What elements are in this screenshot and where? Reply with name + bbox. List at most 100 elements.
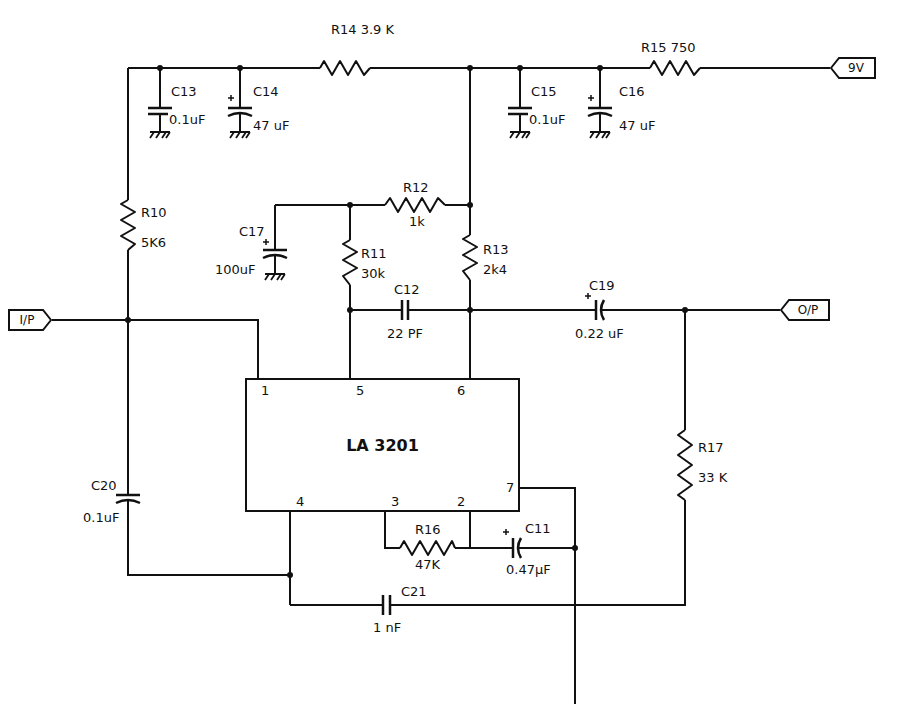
ground-symbol — [510, 132, 530, 138]
component-label: C21 — [400, 584, 428, 599]
junction-dot — [347, 307, 353, 313]
ground-symbol — [150, 132, 610, 280]
supply-terminal: 9V — [830, 57, 876, 79]
terminal-label: 9V — [848, 61, 864, 75]
component-value: 22 PF — [386, 326, 424, 341]
pin-number: 6 — [456, 383, 466, 398]
capacitor-symbol — [596, 300, 604, 320]
component-value: 0.1uF — [168, 112, 206, 127]
component-value: 33 K — [697, 470, 728, 485]
component-label: C11 — [524, 521, 552, 536]
capacitor-symbol — [263, 250, 287, 258]
resistor-symbol — [650, 61, 700, 75]
terminal-tag-outline — [831, 58, 875, 78]
wire — [290, 310, 685, 605]
component-label: C13 — [170, 84, 198, 99]
component-value: 0.1uF — [82, 510, 120, 525]
wire — [520, 488, 575, 704]
junction-dot — [597, 65, 603, 71]
terminal-label: O/P — [798, 303, 819, 317]
component-value: 100uF — [214, 262, 257, 277]
wire — [128, 68, 830, 704]
junction-dot — [287, 572, 293, 578]
junction-dot — [572, 545, 578, 551]
resistor-symbol — [343, 240, 357, 285]
pin-number: 5 — [355, 383, 365, 398]
ground-symbol — [230, 132, 250, 138]
pin-number: 7 — [505, 480, 515, 495]
resistor-symbol — [121, 200, 135, 250]
component-label: R10 — [140, 205, 168, 220]
ground-symbol — [590, 132, 610, 138]
polarity-mark — [588, 95, 594, 101]
capacitor-symbol — [116, 495, 140, 503]
junction-dot — [517, 65, 523, 71]
terminal-tag-outline — [781, 300, 829, 320]
resistor-symbol — [400, 541, 455, 555]
ic-part-number: LA 3201 — [346, 436, 419, 455]
component-value: 47K — [414, 557, 441, 572]
pin-number: 1 — [260, 383, 270, 398]
resistor-symbol — [678, 430, 692, 500]
junction-dot — [347, 202, 353, 208]
wire — [520, 68, 600, 132]
junction-dot — [157, 65, 163, 71]
component-label: R15 750 — [640, 40, 697, 55]
component-label: C20 — [90, 478, 118, 493]
capacitor-symbol — [383, 595, 390, 615]
junction-dot — [467, 65, 473, 71]
wire — [349, 205, 351, 378]
signal-wire — [52, 320, 258, 378]
junction-dot — [125, 65, 688, 578]
component-label: R14 3.9 K — [330, 22, 395, 37]
terminal-label: I/P — [20, 313, 35, 327]
component-label: R17 — [697, 440, 725, 455]
terminal-tag-outline — [9, 310, 51, 330]
resistor-symbol — [385, 198, 445, 212]
component-label: C16 — [618, 84, 646, 99]
connector-group — [52, 320, 258, 378]
polarity-mark — [503, 529, 509, 535]
wire — [350, 309, 780, 311]
ic-package: LA 3201 — [245, 378, 520, 512]
component-label: C19 — [588, 278, 616, 293]
component-value: 0.1uF — [528, 112, 566, 127]
ground-symbol — [150, 132, 170, 138]
input-terminal: I/P — [8, 309, 52, 331]
output-terminal: O/P — [780, 299, 830, 321]
component-label: R13 — [482, 242, 510, 257]
wire — [128, 67, 830, 69]
capacitor-symbol — [228, 108, 252, 116]
resistor-symbol — [320, 61, 370, 75]
component-label: R12 — [402, 180, 430, 195]
wire — [128, 68, 290, 575]
polarity-mark — [585, 293, 591, 299]
wire — [385, 512, 575, 548]
component-value: 47 uF — [618, 118, 656, 133]
component-value: 5K6 — [140, 235, 167, 250]
ground-symbol — [265, 274, 285, 280]
polarity-mark — [228, 95, 234, 101]
resistor-symbol — [463, 235, 477, 280]
polarity-mark — [228, 95, 594, 535]
component-value: 30k — [360, 266, 386, 281]
capacitor-symbol — [513, 538, 521, 558]
junction-dot — [237, 65, 243, 71]
component-label: C15 — [530, 84, 558, 99]
component-label: C14 — [252, 84, 280, 99]
pin-number: 2 — [456, 494, 466, 509]
component-value: 1k — [408, 214, 426, 229]
capacitor-symbol — [116, 108, 612, 615]
component-value: 1 nF — [372, 620, 402, 635]
wire — [469, 68, 471, 378]
junction-dot — [467, 202, 473, 208]
wire — [160, 68, 240, 132]
component-value: 0.22 uF — [574, 326, 625, 341]
wire — [275, 205, 470, 274]
junction-dot — [682, 307, 688, 313]
pin-number: 3 — [390, 494, 400, 509]
component-label: R11 — [360, 246, 388, 261]
resistor-symbol — [121, 61, 700, 555]
component-value: 2k4 — [482, 262, 508, 277]
